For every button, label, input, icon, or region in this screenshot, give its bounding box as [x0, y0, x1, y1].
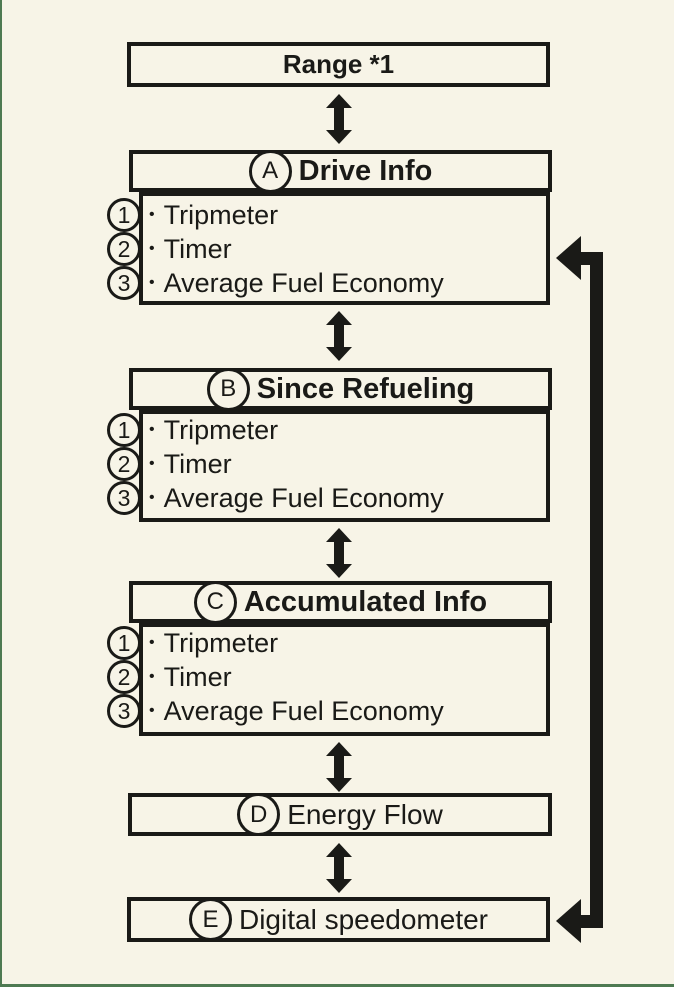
loop-arrow-bottom-segment: [579, 915, 603, 928]
circled-letter-b-icon: B: [206, 367, 250, 411]
drive-info-body: [139, 192, 550, 305]
list-item: 2 • Timer: [107, 232, 232, 266]
loop-arrow-top-segment: [579, 252, 603, 265]
arrow-shaft: [334, 108, 344, 130]
arrow-down-icon: [326, 347, 352, 361]
drive-info-title: Drive Info: [298, 154, 433, 187]
drive-info-header: A Drive Info: [129, 149, 552, 193]
list-item-label: Timer: [163, 233, 232, 264]
bullet-icon: •: [149, 206, 155, 223]
circled-number-1-icon: 1: [107, 626, 141, 660]
list-item: 1 • Tripmeter: [107, 626, 278, 660]
loop-arrow-line: [590, 252, 603, 928]
list-item: 2 • Timer: [107, 660, 232, 694]
arrow-down-icon: [326, 130, 352, 144]
list-item-label: Average Fuel Economy: [163, 267, 444, 298]
list-item: 3 • Average Fuel Economy: [107, 694, 444, 728]
arrow-down-icon: [326, 564, 352, 578]
circled-number-2-icon: 2: [107, 660, 141, 694]
arrow-left-icon: [556, 899, 581, 943]
accumulated-info-header: C Accumulated Info: [129, 580, 552, 624]
list-item-label: Tripmeter: [163, 414, 279, 445]
double-arrow-icon: [326, 528, 352, 578]
bullet-icon: •: [149, 421, 155, 438]
bullet-icon: •: [149, 702, 155, 719]
circled-number-1-icon: 1: [107, 198, 141, 232]
list-item-label: Timer: [163, 448, 232, 479]
circled-number-3-icon: 3: [107, 266, 141, 300]
circled-number-2-icon: 2: [107, 232, 141, 266]
bullet-icon: •: [149, 274, 155, 291]
arrow-up-icon: [326, 528, 352, 542]
arrow-up-icon: [326, 311, 352, 325]
list-item: 1 • Tripmeter: [107, 198, 278, 232]
bullet-icon: •: [149, 668, 155, 685]
arrow-down-icon: [326, 778, 352, 792]
circled-number-3-icon: 3: [107, 481, 141, 515]
arrow-shaft: [334, 857, 344, 879]
accumulated-info-title: Accumulated Info: [243, 585, 488, 618]
list-item: 2 • Timer: [107, 447, 232, 481]
accumulated-info-body: [139, 623, 550, 736]
double-arrow-icon: [326, 843, 352, 893]
energy-flow-box: D Energy Flow: [128, 793, 552, 836]
digital-speedometer-title: Digital speedometer: [238, 903, 489, 935]
circled-letter-a-icon: A: [248, 149, 292, 193]
arrow-shaft: [334, 325, 344, 347]
arrow-shaft: [334, 756, 344, 778]
list-item-label: Average Fuel Economy: [163, 482, 444, 513]
circled-number-2-icon: 2: [107, 447, 141, 481]
energy-flow-title: Energy Flow: [287, 798, 443, 830]
arrow-up-icon: [326, 843, 352, 857]
list-item: 3 • Average Fuel Economy: [107, 266, 444, 300]
double-arrow-icon: [326, 742, 352, 792]
arrow-left-icon: [556, 236, 581, 280]
since-refueling-title: Since Refueling: [256, 372, 475, 405]
bullet-icon: •: [149, 634, 155, 651]
double-arrow-icon: [326, 311, 352, 361]
list-item-label: Tripmeter: [163, 199, 279, 230]
since-refueling-body: [139, 410, 550, 522]
circled-letter-e-icon: E: [188, 898, 232, 941]
list-item-label: Average Fuel Economy: [163, 695, 444, 726]
circled-number-3-icon: 3: [107, 694, 141, 728]
arrow-up-icon: [326, 742, 352, 756]
digital-speedometer-box: E Digital speedometer: [127, 897, 550, 942]
bullet-icon: •: [149, 455, 155, 472]
circled-letter-d-icon: D: [237, 793, 281, 836]
double-arrow-icon: [326, 94, 352, 144]
list-item-label: Tripmeter: [163, 627, 279, 658]
bullet-icon: •: [149, 489, 155, 506]
circled-letter-c-icon: C: [193, 580, 237, 624]
arrow-up-icon: [326, 94, 352, 108]
range-box: Range *1: [127, 42, 550, 87]
arrow-shaft: [334, 542, 344, 564]
range-label: Range *1: [282, 49, 395, 79]
list-item: 1 • Tripmeter: [107, 413, 278, 447]
since-refueling-header: B Since Refueling: [129, 367, 552, 411]
list-item: 3 • Average Fuel Economy: [107, 481, 444, 515]
bullet-icon: •: [149, 240, 155, 257]
list-item-label: Timer: [163, 661, 232, 692]
circled-number-1-icon: 1: [107, 413, 141, 447]
arrow-down-icon: [326, 879, 352, 893]
